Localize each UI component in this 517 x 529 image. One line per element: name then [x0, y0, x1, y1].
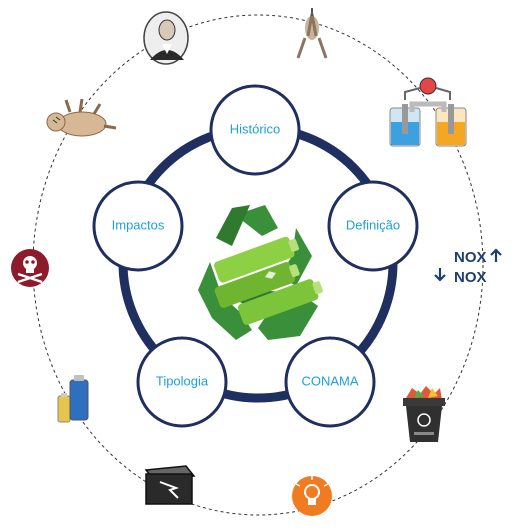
- node-label-definicao: Definição: [346, 217, 400, 232]
- node-label-tipologia: Tipologia: [156, 373, 209, 388]
- arrow-up-icon: [490, 248, 502, 262]
- node-label-historico: Histórico: [230, 121, 281, 136]
- node-definicao[interactable]: Definição: [327, 180, 419, 272]
- node-label-conama: CONAMA: [301, 373, 358, 388]
- lamp-energy-icon: [292, 476, 332, 516]
- arrow-down-icon: [434, 268, 446, 282]
- electrochemical-cell-icon: [389, 77, 467, 147]
- portrait-volta-icon: [143, 11, 189, 65]
- toxic-skull-icon: [11, 249, 49, 287]
- node-label-impactos: Impactos: [112, 217, 165, 232]
- dead-animal-icon: [46, 98, 117, 137]
- nox-down-label: NOX: [454, 269, 487, 286]
- node-historico[interactable]: Histórico: [209, 84, 301, 176]
- oxidation-number-icon: NOX NOX: [434, 248, 502, 286]
- nox-up-label: NOX: [454, 249, 487, 266]
- node-conama[interactable]: CONAMA: [284, 336, 376, 428]
- node-impactos[interactable]: Impactos: [92, 180, 184, 272]
- node-tipologia[interactable]: Tipologia: [136, 336, 228, 428]
- frog-galvani-icon: [296, 8, 328, 59]
- battery-box-icon: [144, 465, 196, 505]
- recycling-bin-icon: [403, 386, 445, 442]
- battery-recycling-icon: [198, 205, 323, 340]
- batteries-icon: [57, 375, 89, 423]
